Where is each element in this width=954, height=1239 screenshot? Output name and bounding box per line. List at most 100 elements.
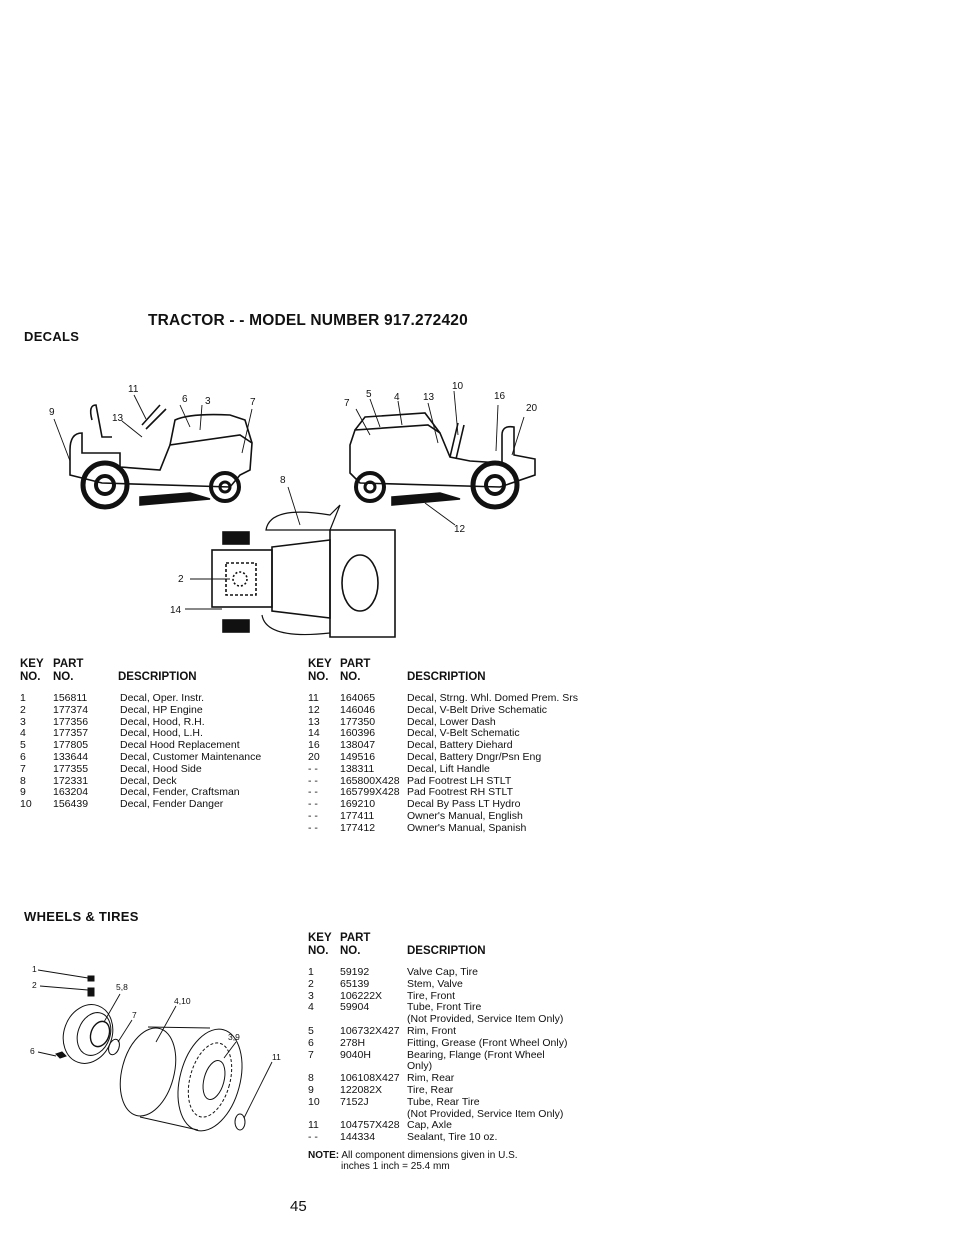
col-description-header: DESCRIPTION [407, 671, 486, 683]
key-cell: - - [308, 821, 318, 834]
callout-10: 10 [452, 381, 464, 392]
part-cell: 177350 [340, 715, 376, 728]
part-cell: 177805 [53, 739, 89, 752]
key-cell: 16 [308, 739, 320, 752]
part-cell: 146046 [340, 703, 376, 716]
wheel-callout-11: 11 [272, 1052, 281, 1062]
key-cell: 6 [20, 750, 26, 763]
description-cell: Decal Hood Replacement [120, 739, 240, 752]
table-row: - - 144334 Sealant, Tire 10 oz. [308, 1131, 608, 1144]
description-cell: Decal, V-Belt Drive Schematic [407, 703, 548, 716]
description-continuation: Only) [407, 1060, 433, 1073]
description-cell: Decal, Hood, R.H. [120, 715, 205, 728]
part-cell: 106222X [340, 989, 383, 1002]
col-description-header: DESCRIPTION [118, 671, 197, 683]
callout-14: 14 [170, 605, 182, 616]
description-cell: Decal, Hood, L.H. [120, 727, 203, 740]
part-cell: 65139 [340, 977, 370, 990]
part-cell: 160396 [340, 727, 376, 740]
key-cell: - - [308, 1131, 318, 1144]
key-cell: 5 [308, 1024, 314, 1037]
key-cell: 1 [308, 966, 314, 978]
description-cell: Decal, V-Belt Schematic [407, 727, 520, 740]
part-cell: 177374 [53, 703, 89, 716]
col-key-no: NO. [20, 671, 41, 683]
part-cell: 177412 [340, 821, 376, 834]
key-cell: - - [308, 786, 318, 799]
table-row-continuation: (Not Provided, Service Item Only) [308, 1013, 608, 1026]
description-cell: Decal, Lift Handle [407, 762, 490, 775]
part-cell: 177357 [53, 727, 89, 740]
col-part-header: PART [53, 658, 84, 670]
key-cell: 2 [308, 977, 314, 990]
part-cell: 165800X428 [340, 774, 400, 787]
description-cell: Owner's Manual, English [407, 809, 523, 822]
part-cell: 104757X428 [340, 1119, 400, 1132]
col-key-header: KEY [20, 658, 44, 670]
key-cell: 1 [20, 692, 26, 704]
wheel-callout-6: 6 [30, 1046, 35, 1056]
description-cell: Decal, Customer Maintenance [120, 750, 262, 763]
description-cell: Decal, Deck [120, 774, 177, 787]
table-row-continuation: Only) [308, 1061, 608, 1073]
callout-2: 2 [178, 574, 184, 585]
description-cell: Tube, Rear Tire [407, 1095, 480, 1108]
callout-16: 16 [494, 391, 506, 402]
callout-9: 9 [49, 407, 55, 418]
part-cell: 156811 [53, 692, 88, 704]
col-key-header: KEY [308, 932, 332, 944]
key-cell: 7 [308, 1048, 314, 1061]
table-row: 10 156439 Decal, Fender Danger [20, 798, 300, 811]
description-cell: Decal, Fender Danger [120, 798, 224, 811]
part-cell: 122082X [340, 1083, 383, 1096]
key-cell: 9 [308, 1083, 314, 1096]
note-line-2: inches 1 inch = 25.4 mm [341, 1161, 450, 1173]
key-cell: 10 [20, 798, 32, 811]
col-part-header: PART [340, 932, 371, 944]
wheels-diagram: 1 2 5,8 4,10 7 3,9 6 11 [30, 964, 281, 1132]
part-cell: 59192 [340, 966, 370, 978]
description-cell: Pad Footrest RH STLT [407, 786, 514, 799]
key-cell: 11 [308, 692, 319, 704]
part-cell: 9040H [340, 1048, 371, 1061]
description-cell: Tube, Front Tire [407, 1001, 482, 1014]
key-cell: 8 [308, 1072, 314, 1085]
description-cell: Owner's Manual, Spanish [407, 821, 527, 834]
part-cell: 144334 [340, 1131, 376, 1144]
page-title: TRACTOR - - MODEL NUMBER 917.272420 [148, 312, 468, 329]
part-cell: 156439 [53, 798, 89, 811]
description-cell: Rim, Rear [407, 1072, 455, 1085]
description-cell: Tire, Front [407, 989, 456, 1002]
callout-5: 5 [366, 389, 372, 400]
key-cell: 5 [20, 739, 26, 752]
part-cell: 59904 [340, 1001, 370, 1014]
tractor-left-view [69, 404, 253, 510]
key-cell: 7 [20, 762, 26, 775]
part-cell: 7152J [340, 1095, 369, 1108]
part-cell: 106732X427 [340, 1024, 400, 1037]
part-cell: 149516 [340, 750, 376, 763]
key-cell: 6 [308, 1036, 314, 1049]
description-cell: Sealant, Tire 10 oz. [407, 1131, 498, 1144]
wheel-callout-4-10: 4,10 [174, 996, 191, 1006]
note-line-1: All component dimensions given in U.S. [341, 1149, 518, 1161]
part-cell: 172331 [53, 774, 89, 787]
callout-7: 7 [250, 397, 256, 408]
wheel-callout-5-8: 5,8 [116, 982, 128, 992]
wheel-callout-3-9: 3,9 [228, 1032, 240, 1042]
